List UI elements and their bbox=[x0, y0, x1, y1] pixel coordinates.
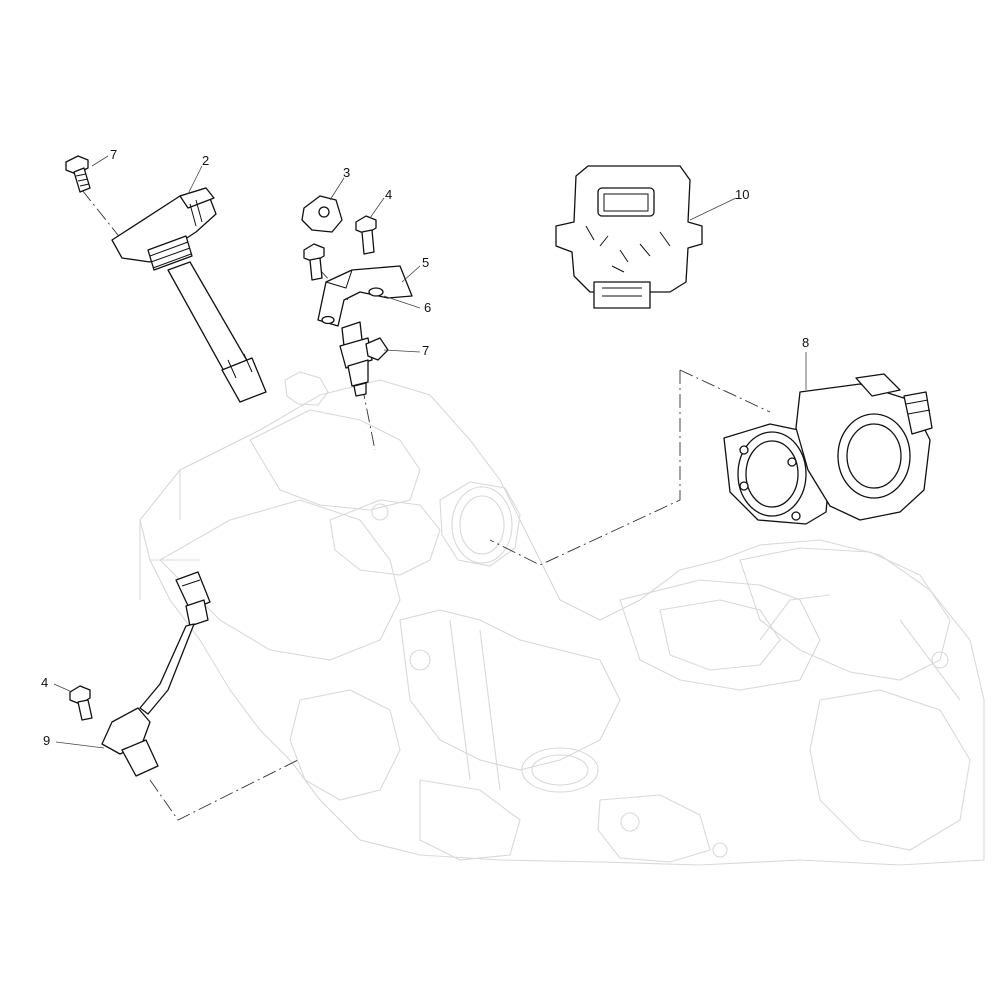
injector-clip bbox=[301, 195, 343, 233]
callout-7-coil-bolt: 7 bbox=[110, 147, 117, 162]
callout-10-ecu: 10 bbox=[735, 187, 749, 202]
callout-8-throttle-body: 8 bbox=[802, 335, 809, 350]
callout-6-bracket-plate: 6 bbox=[424, 300, 431, 315]
engine-block-ghost bbox=[139, 371, 985, 866]
sensor-bolt bbox=[69, 685, 93, 721]
bracket-bolt-lower bbox=[303, 243, 325, 281]
bracket-bolt-upper bbox=[355, 215, 377, 255]
callout-labels: 7 2 3 4 5 6 7 10 8 4 9 bbox=[41, 147, 809, 748]
crank-position-sensor bbox=[101, 571, 211, 777]
callout-9-sensor: 9 bbox=[43, 733, 50, 748]
callout-5-bracket: 5 bbox=[422, 255, 429, 270]
callout-2-ignition-coil: 2 bbox=[202, 153, 209, 168]
fuel-injector bbox=[339, 321, 389, 397]
engine-control-unit bbox=[555, 165, 703, 309]
callout-7-injector: 7 bbox=[422, 343, 429, 358]
callout-4-bracket-bolt: 4 bbox=[385, 187, 392, 202]
injector-bracket bbox=[317, 265, 413, 327]
leader-lines bbox=[53, 155, 807, 749]
callout-3-injector-clip: 3 bbox=[343, 165, 350, 180]
ignition-coil bbox=[111, 187, 267, 403]
ignition-coil-bolt bbox=[65, 155, 91, 193]
callout-4-sensor-bolt: 4 bbox=[41, 675, 48, 690]
throttle-body bbox=[723, 373, 933, 525]
